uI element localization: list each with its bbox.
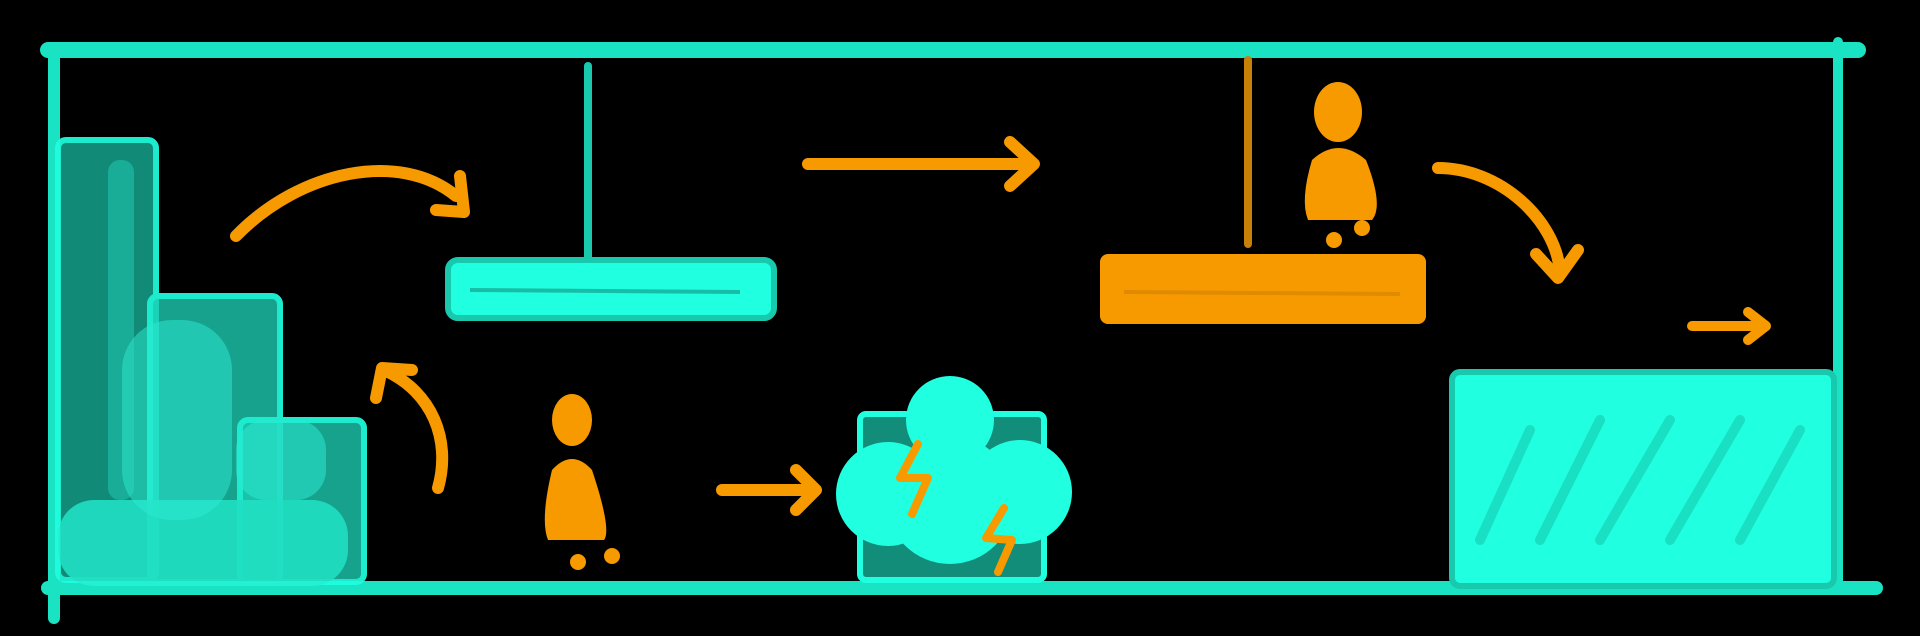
orange-platform-line (1123, 290, 1401, 296)
arrow-to-goal-head (1530, 244, 1584, 284)
arrow-to-goal (1432, 162, 1566, 278)
goal-block-scribble (1475, 415, 1805, 545)
goal-block (1449, 369, 1837, 589)
stair-inner-1 (108, 160, 134, 500)
person-icon (552, 394, 592, 446)
arrow-stairs-to-platform (230, 165, 462, 242)
arrow-stairs-to-platform-head (430, 170, 470, 218)
hanging-platform-line (469, 288, 741, 294)
player-top (1304, 82, 1377, 248)
orange-platform-body (1100, 254, 1426, 324)
player-top-foot-left (1326, 232, 1342, 248)
lightning-icon (896, 440, 932, 518)
player-top-foot-right (1354, 220, 1370, 236)
player-bottom (544, 394, 620, 570)
arrow-exit-head (1743, 307, 1771, 345)
player-bottom-foot-right (604, 548, 620, 564)
arrow-stairs-up-head (370, 362, 418, 404)
arrow-platform-to-right-head (1004, 136, 1040, 192)
orange-platform (1100, 56, 1426, 324)
player-top-body (1304, 148, 1377, 220)
lightning-icon (982, 504, 1016, 576)
lightning-cloud-block (836, 376, 1072, 583)
staircase (55, 137, 367, 586)
hanging-platform (445, 62, 777, 321)
person-icon (1314, 82, 1362, 142)
player-bottom-foot-left (570, 554, 586, 570)
cloud-icon (836, 376, 1072, 564)
stair-inner-3 (236, 420, 326, 500)
stair-base (58, 500, 348, 586)
hanging-platform-body (445, 257, 777, 321)
arrow-player-to-cloud-head (790, 464, 822, 516)
player-bottom-body (544, 459, 607, 540)
stair-inner-2 (122, 320, 232, 520)
arrow-stairs-up (382, 366, 449, 494)
